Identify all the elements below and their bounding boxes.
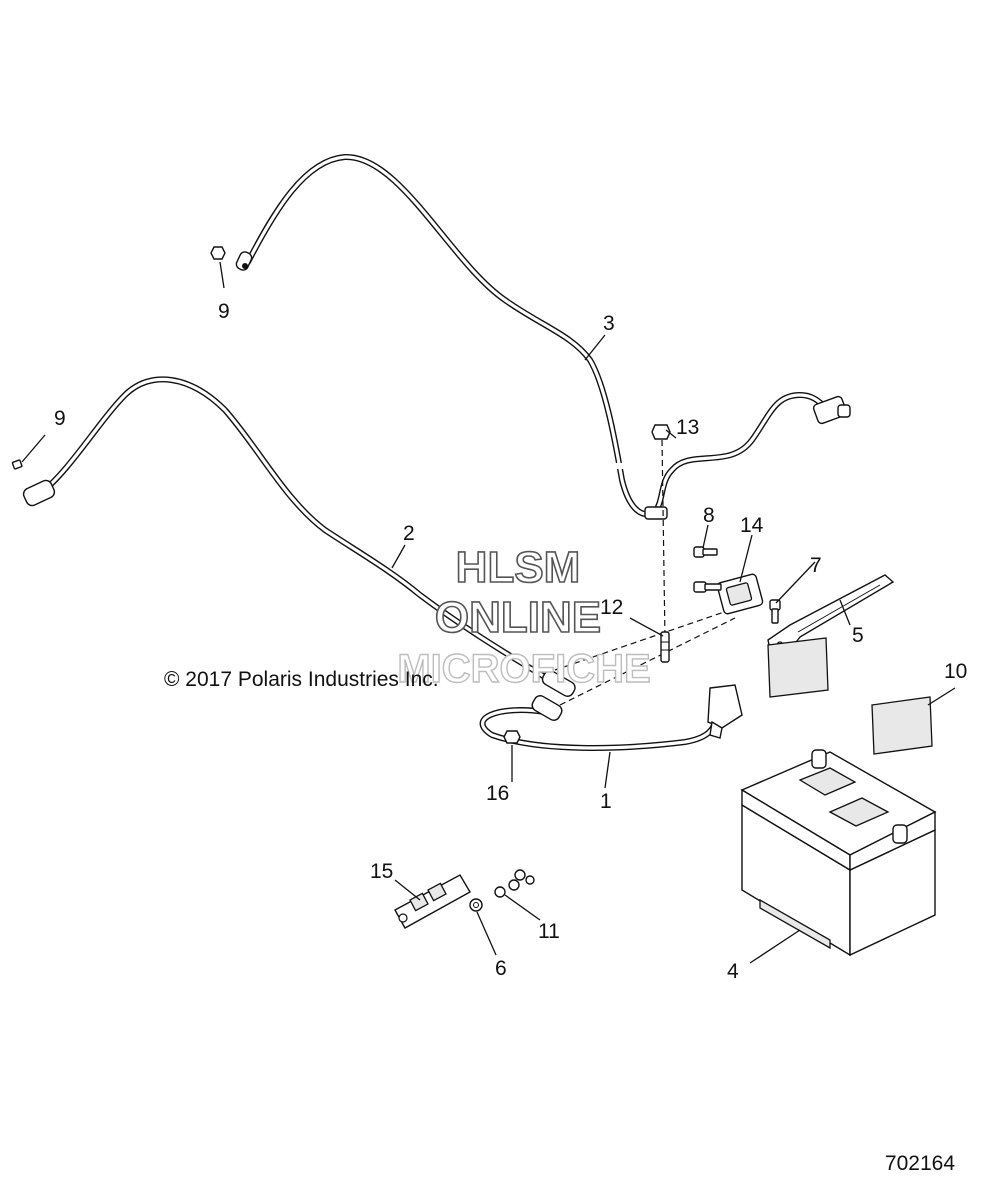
callout-5: 5 [852, 624, 864, 647]
document-number: 702164 [885, 1152, 955, 1175]
screw-8 [693, 546, 718, 558]
cable-3 [245, 153, 840, 517]
callout-14: 14 [740, 514, 764, 537]
washer-6 [469, 898, 483, 912]
leader-lines [21, 261, 956, 964]
label-pad-10 [871, 696, 933, 755]
callout-8: 8 [703, 504, 715, 527]
strap-5 [767, 574, 895, 651]
callout-13: 13 [676, 416, 699, 439]
nut-9-upper [210, 246, 226, 260]
callout-12: 12 [600, 596, 623, 619]
copyright-text: © 2017 Polaris Industries Inc. [164, 668, 439, 691]
cable-3-clamp-terminal [812, 395, 851, 425]
callout-10: 10 [944, 660, 967, 683]
relay-14 [693, 573, 764, 615]
callout-4: 4 [727, 960, 739, 983]
cable-1-boot [707, 684, 743, 739]
nut-13 [651, 424, 671, 440]
assembly-lines [554, 439, 736, 706]
cable-3-clip [644, 506, 668, 520]
watermark: HLSM ONLINE MICROFICHE [397, 542, 652, 692]
callout-16: 16 [486, 782, 509, 805]
screw-7 [769, 599, 781, 624]
callout-9-left: 9 [54, 407, 66, 430]
cable-1 [479, 707, 721, 751]
stud-12 [660, 631, 670, 663]
callout-labels: 9 9 3 2 13 8 14 7 12 5 10 16 1 15 11 6 4 [54, 300, 967, 983]
callout-3: 3 [603, 312, 615, 335]
watermark-line3: MICROFICHE [397, 647, 650, 691]
battery-4 [740, 749, 937, 957]
cable-1-terminal [531, 695, 563, 721]
callout-2: 2 [403, 522, 415, 545]
cable-2-terminal [22, 479, 56, 507]
callout-11: 11 [538, 920, 560, 943]
nut-11 [494, 869, 535, 898]
watermark-line1: HLSM [456, 543, 581, 592]
callout-15: 15 [370, 860, 393, 883]
watermark-line2: ONLINE [435, 593, 601, 642]
nut-16 [503, 730, 521, 744]
nut-9-left [11, 459, 23, 470]
callout-1: 1 [600, 790, 612, 813]
callout-6: 6 [495, 957, 507, 980]
cable-2 [39, 376, 548, 680]
bracket-15 [394, 874, 471, 929]
cable-3-ring-terminal [235, 251, 253, 271]
callout-7: 7 [810, 554, 822, 577]
label-pad-upper [767, 637, 829, 698]
callout-9-upper: 9 [218, 300, 230, 323]
cable-2-end-boot [541, 669, 576, 697]
